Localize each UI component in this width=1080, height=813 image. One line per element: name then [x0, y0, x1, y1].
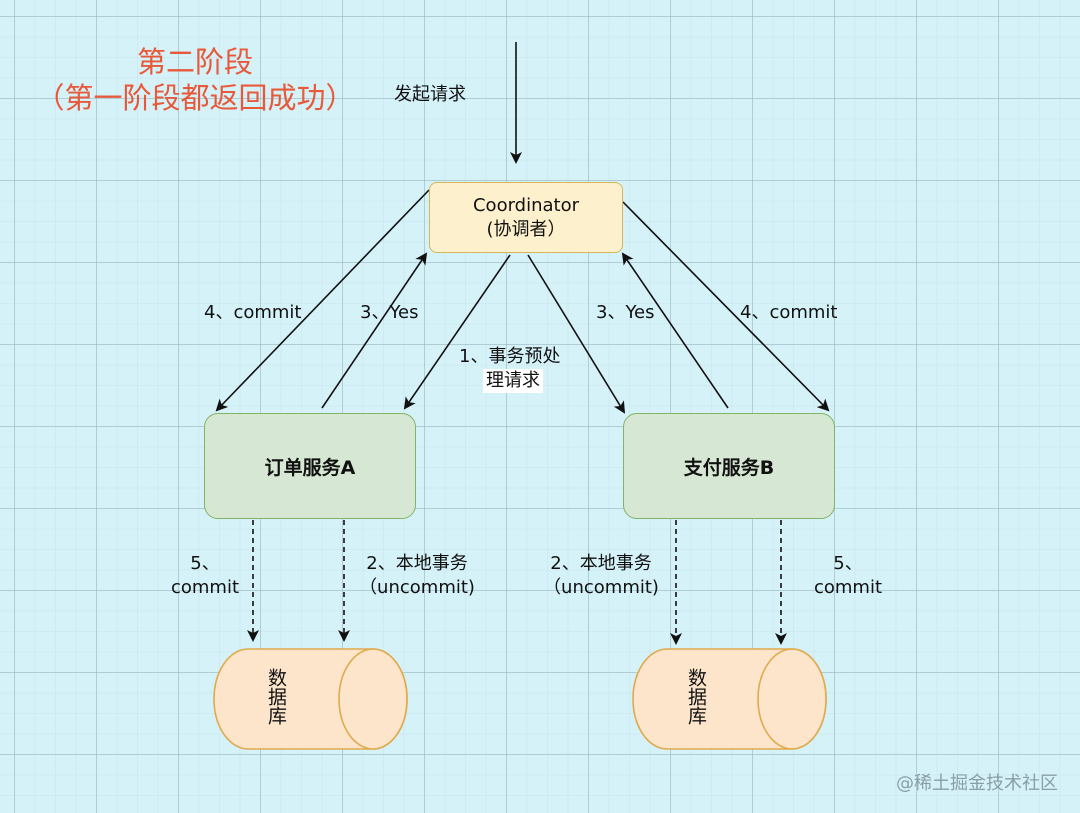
local-tx-label-b: 2、本地事务 （uncommit) [536, 552, 666, 600]
coordinator-title: Coordinator [472, 194, 579, 216]
service-a-node: 订单服务A [204, 413, 416, 519]
commit-arrow-to-b [622, 201, 830, 412]
local-tx-label-a-line1: 2、本地事务 [366, 553, 468, 574]
service-b-label: 支付服务B [683, 456, 775, 479]
prepare-label-line2: 理请求 [483, 369, 543, 393]
phase-title-line2: （第一阶段都返回成功） [35, 81, 355, 115]
local-tx-label-b-line1: 2、本地事务 [550, 553, 652, 574]
commit-label-right: 4、commit [740, 302, 838, 323]
database-b-label: 数据库 [685, 668, 707, 725]
coordinator-subtitle: (协调者） [486, 218, 566, 240]
yes-label-left: 3、Yes [360, 302, 419, 323]
prepare-arrow-to-a [403, 254, 511, 410]
database-b-cylinder [632, 648, 827, 750]
commit-label-left: 4、commit [204, 302, 302, 323]
commit-db-label-b: 5、 commit [803, 552, 893, 600]
commit-db-label-b-line1: 5、 [833, 553, 863, 574]
service-a-label: 订单服务A [264, 456, 356, 479]
prepare-arrow-to-b [527, 254, 626, 414]
prepare-label: 1、事务预处 理请求 [459, 345, 560, 393]
commit-arrow-to-a [215, 189, 430, 412]
yes-arrow-from-b [621, 252, 729, 409]
commit-db-label-a: 5、 commit [160, 552, 250, 600]
yes-label-right: 3、Yes [596, 302, 655, 323]
coordinator-node: Coordinator (协调者） [429, 182, 623, 253]
database-a-label: 数据库 [265, 668, 287, 725]
prepare-label-line1: 1、事务预处 [459, 346, 561, 367]
service-b-node: 支付服务B [623, 413, 835, 519]
yes-arrow-from-a [321, 252, 428, 409]
watermark: @稀土掘金技术社区 [896, 773, 1058, 794]
phase-title-line1: 第二阶段 [136, 45, 253, 79]
request-label: 发起请求 [394, 84, 466, 105]
phase-title: 第二阶段 （第一阶段都返回成功） [0, 44, 390, 116]
database-a-cylinder [213, 648, 408, 750]
local-tx-label-a: 2、本地事务 （uncommit) [352, 552, 482, 600]
local-tx-label-b-line2: （uncommit) [543, 577, 659, 598]
commit-db-label-b-line2: commit [813, 577, 883, 598]
commit-db-label-a-line2: commit [170, 577, 240, 598]
commit-db-label-a-line1: 5、 [190, 553, 220, 574]
local-tx-label-a-line2: （uncommit) [359, 577, 475, 598]
